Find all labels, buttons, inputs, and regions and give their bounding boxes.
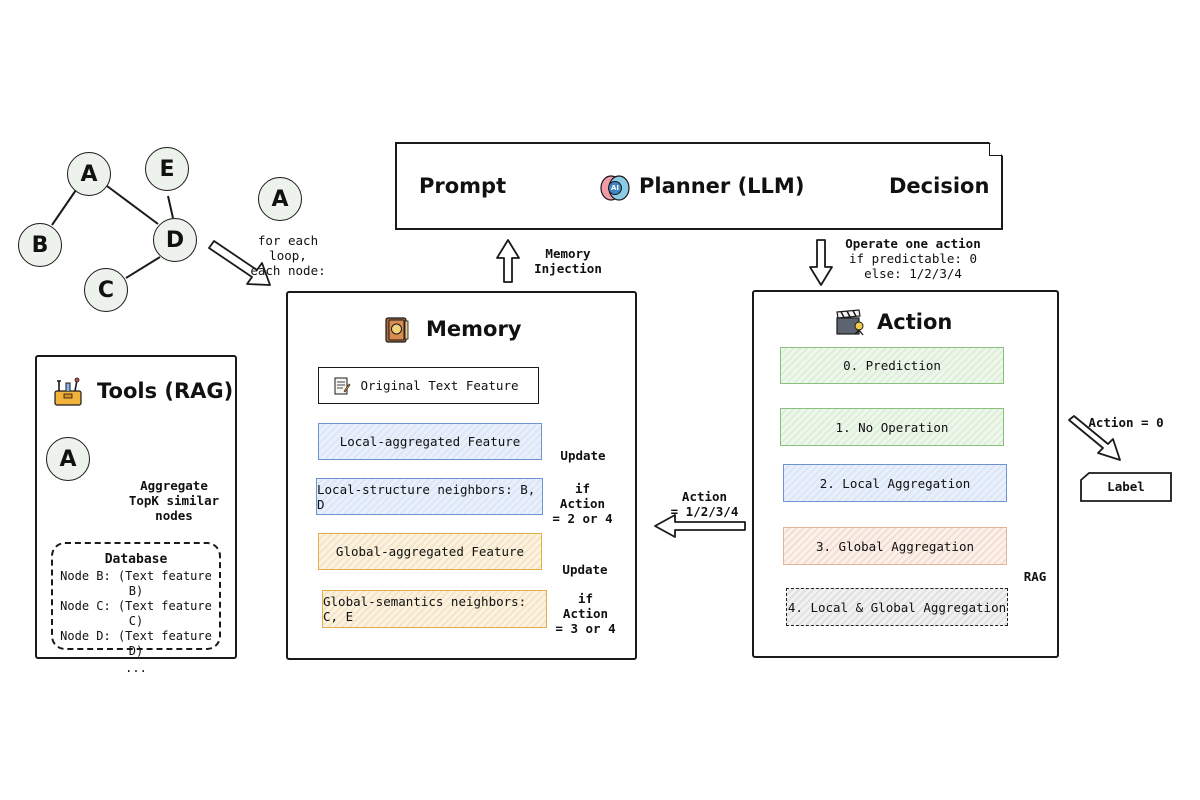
update-label-1: Update: [553, 448, 613, 463]
action-item-label: 0. Prediction: [843, 358, 941, 373]
aggregate-line1: Aggregate: [140, 478, 208, 493]
action-item-local-global-aggregation: 4. Local & Global Aggregation: [786, 588, 1008, 626]
folded-corner-flap: [989, 144, 1001, 156]
memory-item-global-semantics: Global-semantics neighbors: C, E: [322, 590, 547, 628]
memory-item-label: Global-aggregated Feature: [335, 544, 525, 559]
database-ellipsis: ...: [125, 661, 147, 675]
note-icon: [334, 377, 351, 395]
memory-item-label: Global-semantics neighbors: C, E: [323, 594, 527, 624]
operate-line2: if predictable: 0: [849, 251, 977, 266]
graph-node-b: B: [18, 223, 62, 267]
clapperboard-icon: [835, 308, 865, 338]
memory-injection-line2: Injection: [534, 261, 602, 276]
update-1-cond2: = 2 or 4: [552, 511, 613, 526]
tools-title: Tools (RAG): [97, 379, 234, 403]
edge-a-b: [51, 189, 77, 226]
action-title: Action: [877, 310, 953, 334]
tools-node-a: A: [46, 437, 90, 481]
action-item-prediction: 0. Prediction: [780, 347, 1004, 384]
update-condition-1: if Action = 2 or 4: [550, 481, 615, 526]
database-row: Node D: (Text feature D): [60, 629, 212, 658]
rag-label: RAG: [1023, 569, 1047, 584]
operate-arrow: [809, 239, 833, 286]
edge-d-c: [125, 256, 161, 279]
operate-line1: Operate one action: [845, 236, 981, 251]
loop-label-line2: each node:: [250, 263, 326, 278]
action-zero-label: Action = 0: [1088, 415, 1164, 430]
graph-node-c: C: [84, 268, 128, 312]
database-row: Node C: (Text feature C): [60, 599, 212, 628]
loop-label-line1: for each loop,: [257, 233, 319, 263]
action-item-global-aggregation: 3. Global Aggregation: [783, 527, 1007, 565]
operate-line3: else: 1/2/3/4: [864, 266, 962, 281]
action-item-label: 4. Local & Global Aggregation: [787, 599, 1007, 615]
aggregate-label: Aggregate TopK similar nodes: [109, 478, 239, 523]
operate-label: Operate one action if predictable: 0 els…: [838, 236, 988, 281]
ai-badge: AI: [610, 184, 620, 192]
memory-book-icon: [384, 317, 410, 343]
toolbox-icon: [53, 377, 83, 407]
action-item-label: 1. No Operation: [835, 419, 949, 435]
update-2-text: Update: [562, 562, 608, 577]
memory-title: Memory: [426, 317, 522, 341]
action-to-memory-label: Action = 1/2/3/4: [662, 489, 747, 519]
memory-injection-arrow: [496, 239, 520, 283]
action-to-memory-arrow: [654, 514, 746, 538]
loop-label: for each loop, each node:: [238, 233, 338, 278]
graph-edges: [51, 185, 174, 279]
update-label-2: Update: [555, 562, 615, 577]
action-arrow-line2: = 1/2/3/4: [670, 504, 739, 519]
prompt-label: Prompt: [419, 174, 507, 198]
memory-item-original-text: Original Text Feature: [318, 367, 539, 404]
label-output-box: Label: [1080, 472, 1172, 502]
database-title: Database: [104, 552, 168, 567]
update-2-cond2: = 3 or 4: [555, 621, 616, 636]
update-1-text: Update: [560, 448, 606, 463]
memory-item-local-aggregated: Local-aggregated Feature: [318, 423, 542, 460]
memory-injection-line1: Memory: [545, 246, 591, 261]
memory-item-label: Original Text Feature: [360, 378, 519, 393]
update-2-cond1: if Action: [562, 591, 609, 621]
action-item-local-aggregation: 2. Local Aggregation: [783, 464, 1007, 502]
database-row: Node B: (Text feature B): [60, 569, 212, 598]
update-1-cond1: if Action: [559, 481, 606, 511]
memory-injection-label: Memory Injection: [528, 246, 608, 276]
graph-node-e: E: [145, 147, 189, 191]
action-item-no-operation: 1. No Operation: [780, 408, 1004, 446]
update-condition-2: if Action = 3 or 4: [553, 591, 618, 636]
edge-e-d: [167, 195, 174, 219]
label-output-text: Label: [1107, 479, 1145, 494]
graph-node-a: A: [67, 152, 111, 196]
brain-ai-icon: AI: [600, 173, 630, 203]
decision-label: Decision: [889, 174, 990, 198]
aggregate-line2: TopK similar nodes: [128, 493, 220, 523]
action-zero-arrow: [1068, 415, 1121, 461]
memory-item-global-aggregated: Global-aggregated Feature: [318, 533, 542, 570]
current-node-a: A: [258, 177, 302, 221]
edge-a-d: [106, 185, 159, 225]
memory-item-label: Local-structure neighbors: B, D: [317, 481, 536, 512]
tools-panel: Tools (RAG): [35, 355, 237, 659]
memory-item-local-structure: Local-structure neighbors: B, D: [316, 478, 543, 515]
database-box: Database Node B: (Text feature B) Node C…: [51, 542, 221, 675]
action-item-label: 3. Global Aggregation: [815, 538, 975, 554]
loop-arrow: [208, 240, 271, 286]
action-item-label: 2. Local Aggregation: [819, 475, 971, 491]
memory-item-label: Local-aggregated Feature: [339, 434, 521, 449]
planner-banner: Prompt AI Planner (LLM) Decision: [395, 142, 1003, 230]
graph-node-d: D: [153, 218, 197, 262]
action-arrow-line1: Action: [681, 489, 728, 504]
planner-label: Planner (LLM): [639, 174, 805, 198]
